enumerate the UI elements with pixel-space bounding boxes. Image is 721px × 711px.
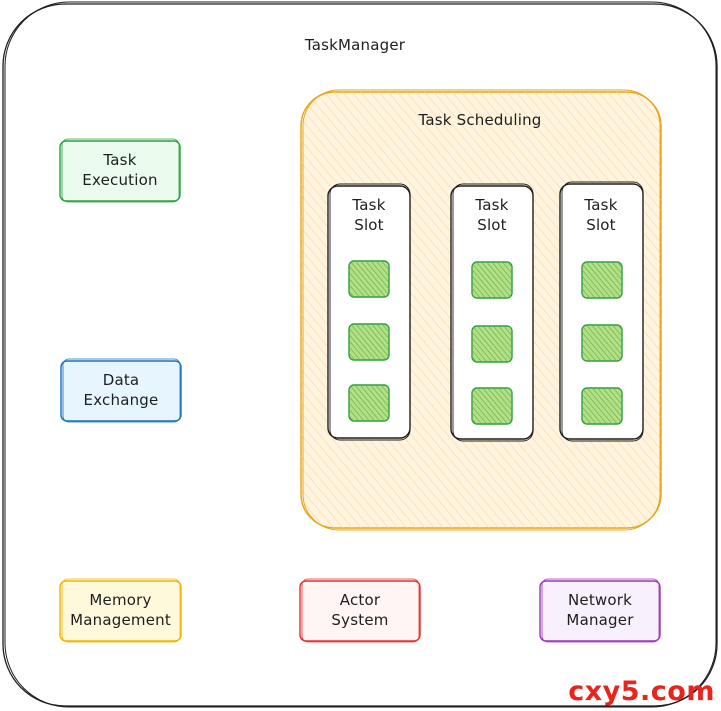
task-slot xyxy=(327,183,411,441)
task-execution-label: Task Execution xyxy=(82,151,158,189)
data-exchange-label: Data Exchange xyxy=(83,371,159,409)
watermark: cxy5.com xyxy=(568,676,715,707)
taskmanager-title: TaskManager xyxy=(304,36,406,54)
task-slot xyxy=(450,183,534,442)
task-square xyxy=(581,324,623,362)
task-slot xyxy=(559,181,644,442)
actor-system-label: Actor System xyxy=(331,591,389,629)
task-square xyxy=(348,260,390,298)
task-square xyxy=(581,387,623,425)
memory-management-label: Memory Management xyxy=(70,591,171,629)
memory-management-box xyxy=(59,578,182,643)
task-square xyxy=(471,325,513,363)
task-scheduling-title: Task Scheduling xyxy=(418,111,542,129)
task-slot-label: Task Slot xyxy=(584,196,618,234)
task-slot-label: Task Slot xyxy=(475,196,509,234)
task-square xyxy=(348,323,390,361)
task-execution-box xyxy=(59,138,181,203)
task-slot-label: Task Slot xyxy=(352,196,386,234)
data-exchange-box xyxy=(60,358,182,423)
task-square xyxy=(581,261,623,299)
task-square xyxy=(471,387,513,425)
network-manager-box xyxy=(539,578,661,643)
actor-system-box xyxy=(299,578,421,643)
network-manager-label: Network Manager xyxy=(566,591,634,629)
task-square xyxy=(471,261,513,299)
task-square xyxy=(348,384,390,422)
